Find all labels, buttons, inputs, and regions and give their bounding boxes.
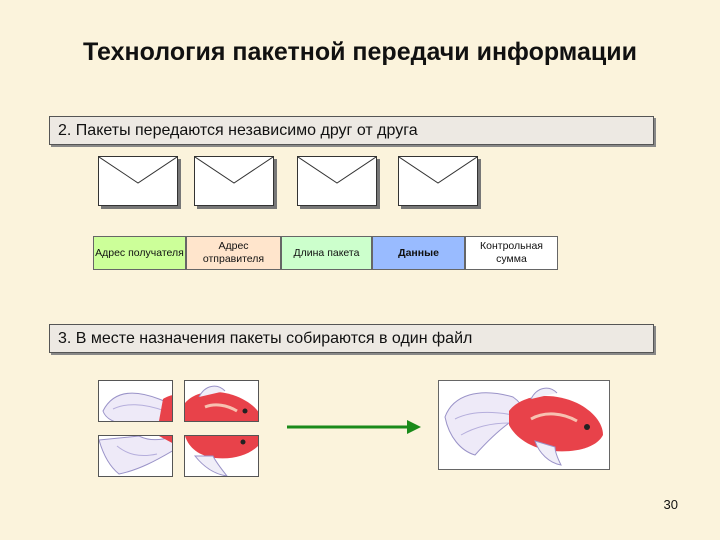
fish-head-bottom-piece xyxy=(184,435,259,477)
page-number: 30 xyxy=(663,497,678,512)
step-2-banner: 2. Пакеты передаются независимо друг от … xyxy=(49,116,654,145)
envelope-icon xyxy=(98,156,178,206)
arrow-right-icon xyxy=(287,420,421,434)
assembled-fish-image xyxy=(438,380,610,470)
field-sender-address: Адрес отправителя xyxy=(186,236,281,270)
slide-title: Технология пакетной передачи информации xyxy=(83,38,637,66)
field-packet-length: Длина пакета xyxy=(281,236,372,270)
field-data: Данные xyxy=(372,236,465,270)
step-3-banner: 3. В месте назначения пакеты собираются … xyxy=(49,324,654,353)
fish-head-top-piece xyxy=(184,380,259,422)
fish-tail-top-piece xyxy=(98,380,173,422)
field-checksum: Контрольная сумма xyxy=(465,236,558,270)
envelope-icon xyxy=(297,156,377,206)
envelope-icon xyxy=(398,156,478,206)
envelope-icon xyxy=(194,156,274,206)
fish-tail-bottom-piece xyxy=(98,435,173,477)
field-recipient-address: Адрес получателя xyxy=(93,236,186,270)
